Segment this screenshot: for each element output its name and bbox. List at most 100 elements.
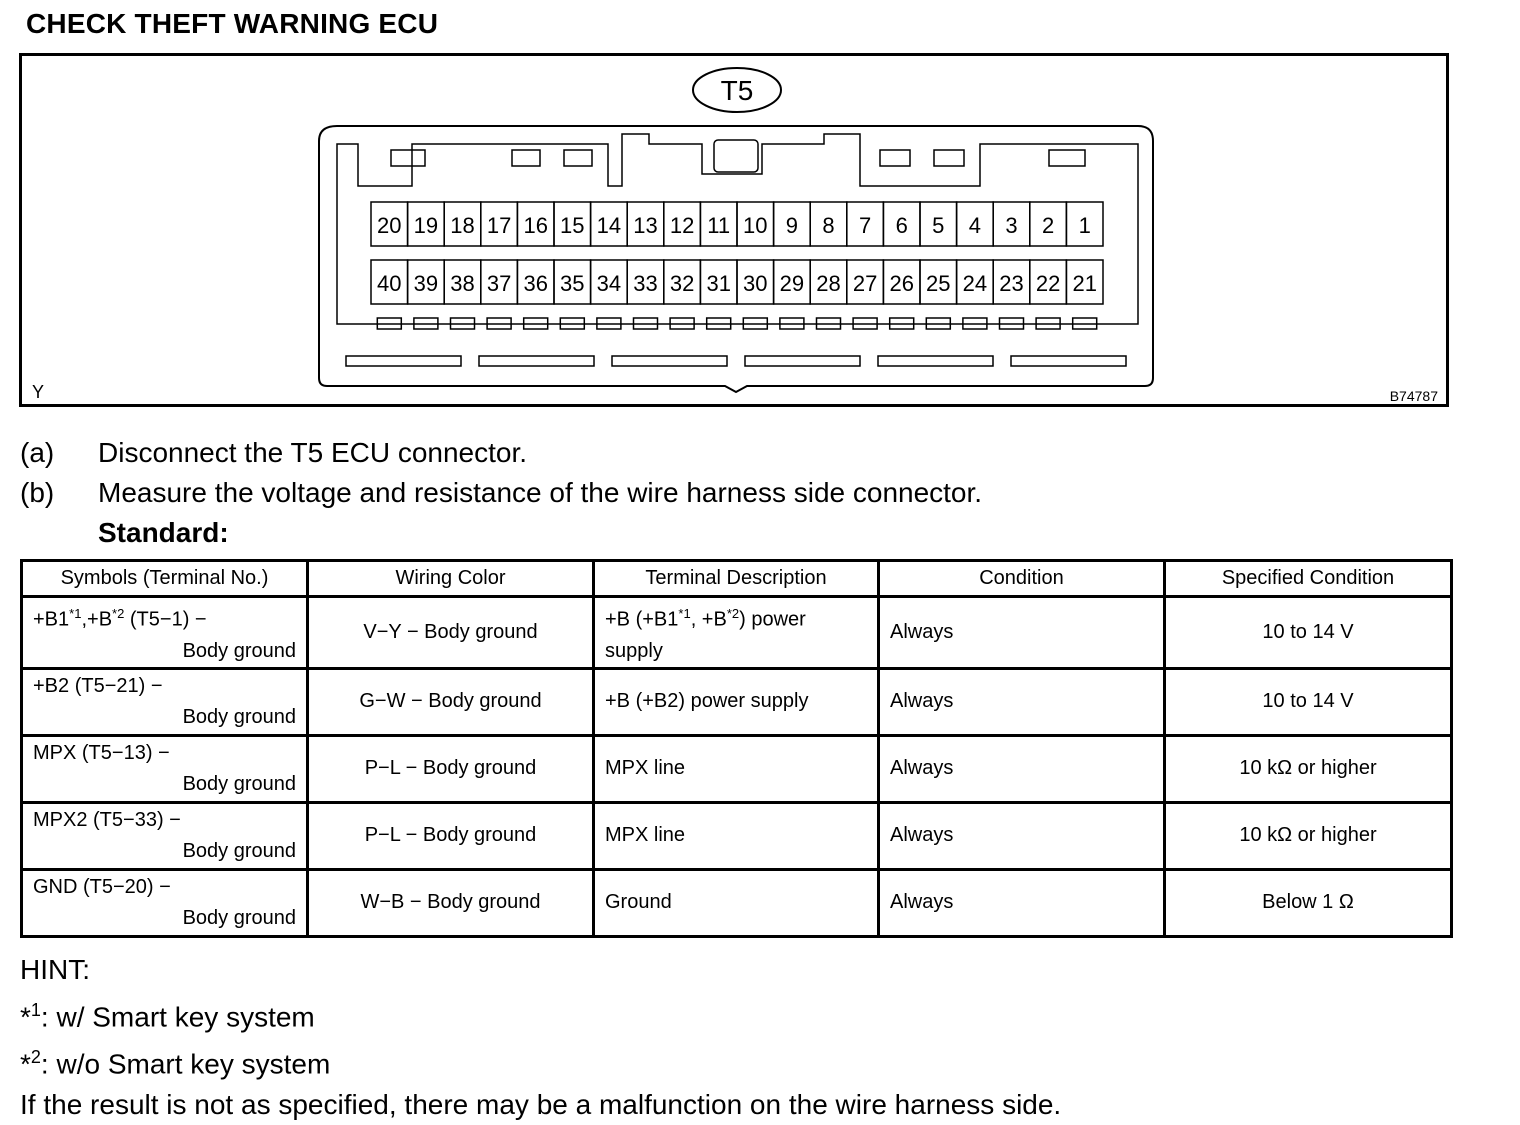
lock-tab — [559, 317, 586, 330]
lock-tab — [925, 317, 952, 330]
pin-number: 34 — [597, 271, 621, 296]
cell-condition: Always — [877, 595, 1166, 670]
step-a: (a) Disconnect the T5 ECU connector. — [20, 433, 982, 473]
pin-number: 23 — [999, 271, 1023, 296]
pin-number: 27 — [853, 271, 877, 296]
bottom-slot — [478, 355, 595, 367]
cell-condition: Always — [877, 666, 1166, 737]
pin-number: 17 — [487, 213, 511, 238]
step-label: (b) — [20, 477, 55, 508]
connector-outline — [318, 125, 1154, 394]
bottom-slot — [611, 355, 728, 367]
hint-result: If the result is not as specified, there… — [20, 1088, 1062, 1120]
table-row: +B2 (T5−21) − Body ground G−W − Body gro… — [20, 666, 1453, 737]
cell-spec: 10 to 14 V — [1163, 595, 1453, 670]
hint-label: HINT: — [20, 954, 90, 985]
pin-number: 10 — [743, 213, 767, 238]
latch — [563, 149, 593, 167]
pin-number: 1 — [1079, 213, 1091, 238]
cell-spec: 10 to 14 V — [1163, 666, 1453, 737]
cell-symbol: MPX (T5−13) − Body ground — [20, 733, 309, 804]
pin-number: 28 — [816, 271, 840, 296]
cell-spec: Below 1 Ω — [1163, 867, 1453, 938]
pin-number: 3 — [1005, 213, 1017, 238]
hint-note-1: *1: w/ Smart key system — [20, 1000, 315, 1033]
pin-number: 35 — [560, 271, 584, 296]
step-label: (a) — [20, 437, 55, 468]
spec-table: Symbols (Terminal No.) Wiring Color Term… — [20, 559, 1453, 938]
table-row: MPX (T5−13) − Body ground P−L − Body gro… — [20, 733, 1453, 804]
bottom-slot — [877, 355, 994, 367]
pin-number: 11 — [707, 213, 730, 238]
lock-tab — [449, 317, 476, 330]
pin-number: 21 — [1072, 271, 1096, 296]
lock-tab — [1035, 317, 1061, 330]
lock-tab — [596, 317, 622, 330]
cell-description: Ground — [592, 867, 880, 938]
bottom-slot — [345, 355, 462, 367]
lock-tab — [705, 317, 732, 330]
cell-wiring-color: P−L − Body ground — [306, 733, 595, 804]
bottom-slot — [744, 355, 861, 367]
pin-number: 36 — [523, 271, 547, 296]
step-text: Measure the voltage and resistance of th… — [98, 477, 983, 508]
latch — [390, 149, 426, 167]
header-terminal-description: Terminal Description — [592, 559, 880, 598]
header-condition: Condition — [877, 559, 1166, 598]
lock-tab — [998, 317, 1025, 330]
pin-number: 32 — [670, 271, 694, 296]
header-specified-condition: Specified Condition — [1163, 559, 1453, 598]
step-b: (b) Measure the voltage and resistance o… — [20, 473, 982, 513]
cell-wiring-color: P−L − Body ground — [306, 800, 595, 871]
lock-tab — [815, 317, 842, 330]
table-header-row: Symbols (Terminal No.) Wiring Color Term… — [20, 559, 1453, 598]
cell-description: +B (+B1*1, +B*2) power supply — [592, 595, 880, 670]
cell-symbol: GND (T5−20) − Body ground — [20, 867, 309, 938]
instructions: (a) Disconnect the T5 ECU connector. (b)… — [20, 433, 982, 553]
table-row: GND (T5−20) − Body ground W−B − Body gro… — [20, 867, 1453, 938]
pin-number: 20 — [377, 213, 401, 238]
pin-number: 26 — [889, 271, 913, 296]
cell-symbol: +B1*1,+B*2 (T5−1) − Body ground — [20, 595, 309, 670]
lock-tab — [486, 317, 512, 330]
header-symbols: Symbols (Terminal No.) — [20, 559, 309, 598]
pin-number: 38 — [450, 271, 474, 296]
connector-label: T5 — [721, 75, 754, 106]
cell-condition: Always — [877, 733, 1166, 804]
cell-description: +B (+B2) power supply — [592, 666, 880, 737]
pin-number: 22 — [1036, 271, 1060, 296]
cell-wiring-color: W−B − Body ground — [306, 867, 595, 938]
lock-tab — [852, 317, 878, 330]
pin-number: 31 — [706, 271, 730, 296]
hint-note-2: *2: w/o Smart key system — [20, 1047, 331, 1080]
pin-number: 25 — [926, 271, 950, 296]
page-title: CHECK THEFT WARNING ECU — [26, 8, 439, 39]
cell-wiring-color: V−Y − Body ground — [306, 595, 595, 670]
standard-label: Standard: — [98, 517, 229, 548]
latch — [511, 149, 541, 167]
lock-tab — [779, 317, 805, 330]
pin-cell — [1065, 201, 1104, 247]
lock-tab — [669, 317, 695, 330]
center-key — [713, 139, 759, 173]
figure-code: B74787 — [1389, 388, 1438, 404]
table-row: +B1*1,+B*2 (T5−1) − Body ground V−Y − Bo… — [20, 595, 1453, 670]
cell-description: MPX line — [592, 800, 880, 871]
connector-inner-outline — [336, 133, 1139, 325]
cell-symbol: MPX2 (T5−33) − Body ground — [20, 800, 309, 871]
lock-tab — [742, 317, 769, 330]
pin-number: 2 — [1042, 213, 1054, 238]
pin-number: 18 — [450, 213, 474, 238]
pin-number: 8 — [822, 213, 834, 238]
pin-number: 39 — [414, 271, 438, 296]
pin-number: 40 — [377, 271, 401, 296]
step-text: Disconnect the T5 ECU connector. — [98, 437, 528, 468]
lock-tab — [1071, 317, 1098, 330]
cell-condition: Always — [877, 800, 1166, 871]
pin-number: 24 — [963, 271, 987, 296]
latch — [879, 149, 911, 167]
pin-number: 6 — [896, 213, 908, 238]
latch — [1048, 149, 1086, 167]
